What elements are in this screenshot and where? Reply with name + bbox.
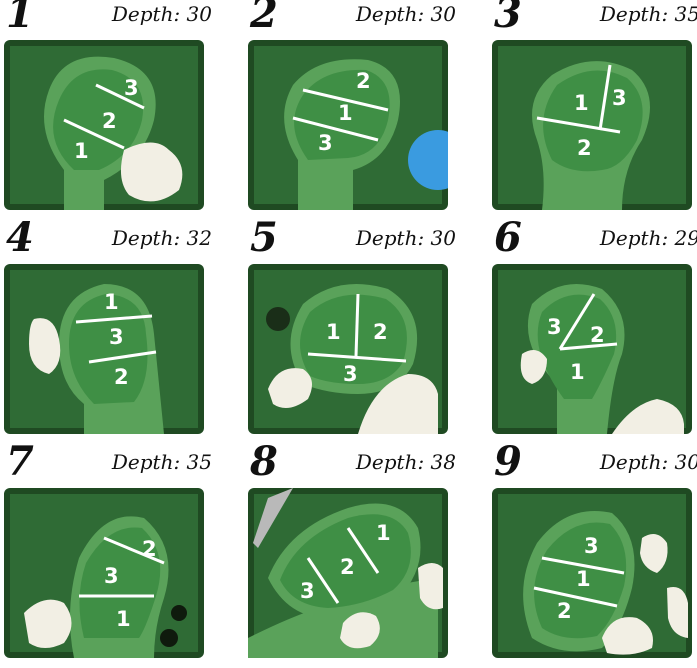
zone-label: 1 [116, 607, 131, 631]
hole-depth: Depth: 29 [600, 228, 697, 248]
hole-number: 1 [6, 0, 34, 34]
zone-label: 2 [340, 555, 355, 579]
zone-label: 2 [356, 69, 371, 93]
zone-label: 3 [547, 315, 562, 339]
zone-label: 2 [557, 599, 572, 623]
hole-depth: Depth: 35 [600, 4, 697, 24]
zone-label: 1 [570, 360, 585, 384]
zone-label: 1 [338, 101, 353, 125]
hole-depth: Depth: 30 [356, 4, 456, 24]
hole-number: 7 [6, 442, 34, 482]
tree [171, 605, 187, 621]
hole-number: 5 [250, 218, 278, 258]
tree [160, 629, 178, 647]
zone-label: 3 [124, 76, 139, 100]
zone-label: 2 [142, 537, 157, 561]
zone-label: 2 [114, 365, 129, 389]
zone-label: 2 [373, 320, 388, 344]
zone-label: 1 [376, 521, 391, 545]
green-diagram: 3 2 1 [492, 264, 697, 444]
bunker [24, 600, 72, 648]
zone-label: 1 [326, 320, 341, 344]
hole-depth: Depth: 30 [356, 228, 456, 248]
zone-label: 1 [574, 91, 589, 115]
green-diagram: 1 2 3 [4, 40, 214, 220]
zone-label: 2 [577, 136, 592, 160]
hole-card-2: 2 Depth: 30 2 1 3 [248, 0, 458, 210]
zone-label: 3 [300, 579, 315, 603]
green-diagram: 2 3 1 [4, 488, 214, 668]
hole-depth: Depth: 35 [112, 452, 212, 472]
hole-card-1: 1 Depth: 30 1 2 3 [4, 0, 214, 210]
hole-card-6: 6 Depth: 29 3 2 1 [492, 224, 697, 434]
hole-number: 6 [494, 218, 522, 258]
hole-number: 8 [250, 442, 278, 482]
zone-label: 3 [104, 564, 119, 588]
zone-label: 1 [104, 290, 119, 314]
zone-label: 3 [584, 534, 599, 558]
green-diagram: 2 1 3 [248, 40, 458, 220]
hole-number: 3 [494, 0, 522, 34]
hole-number: 9 [494, 442, 522, 482]
zone-label: 2 [590, 323, 605, 347]
hole-depth: Depth: 38 [356, 452, 456, 472]
zone-label: 3 [318, 131, 333, 155]
zone-label: 1 [74, 139, 89, 163]
hole-card-8: 8 Depth: 38 1 2 3 [248, 448, 458, 658]
hole-depth: Depth: 30 [600, 452, 697, 472]
green-diagram: 3 1 2 [492, 488, 697, 668]
tree [266, 307, 290, 331]
zone-label: 2 [102, 109, 117, 133]
green-diagram: 1 3 2 [492, 40, 697, 220]
zone-label: 3 [343, 362, 358, 386]
zone-divider [356, 294, 358, 356]
green-diagram: 1 2 3 [248, 264, 458, 444]
zone-label: 3 [612, 86, 627, 110]
hole-number: 4 [6, 218, 34, 258]
hole-depth: Depth: 32 [112, 228, 212, 248]
hole-number: 2 [250, 0, 278, 34]
green-diagram: 1 2 3 [248, 488, 458, 668]
hole-card-5: 5 Depth: 30 1 2 3 [248, 224, 458, 434]
zone-label: 3 [109, 325, 124, 349]
hole-depth: Depth: 30 [112, 4, 212, 24]
hole-card-9: 9 Depth: 30 3 1 2 [492, 448, 697, 658]
green-diagram: 1 3 2 [4, 264, 214, 444]
hole-card-4: 4 Depth: 32 1 3 2 [4, 224, 214, 434]
hole-card-7: 7 Depth: 35 2 3 1 [4, 448, 214, 658]
hole-card-3: 3 Depth: 35 1 3 2 [492, 0, 697, 210]
zone-label: 1 [576, 567, 591, 591]
